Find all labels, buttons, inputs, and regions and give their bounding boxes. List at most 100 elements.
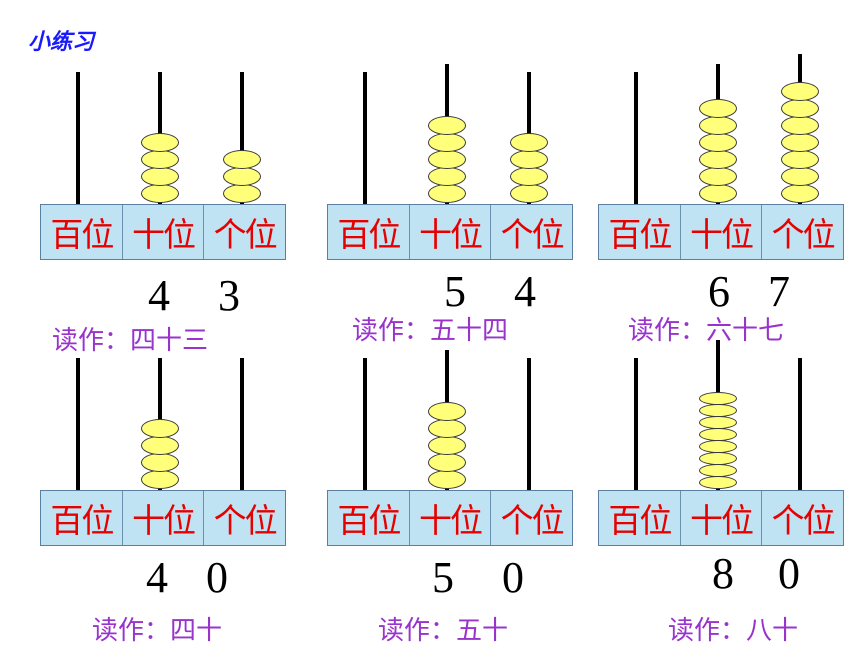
reading-text: 读作：四十三	[52, 326, 209, 356]
tens-bead	[141, 150, 179, 169]
page-title: 小练习	[28, 30, 95, 55]
tens-bead	[699, 464, 737, 477]
tens-digit: 5	[444, 267, 466, 316]
ones-bead	[510, 133, 548, 152]
hundreds-rod	[634, 72, 638, 204]
ones-bead	[223, 150, 261, 169]
tens-bead	[141, 419, 179, 438]
ones-rod	[527, 358, 531, 490]
tens-bead	[428, 133, 466, 152]
place-value-base: 百位十位个位	[327, 490, 573, 546]
abacus-6: 百位十位个位	[598, 308, 844, 546]
ones-digit: 0	[206, 553, 228, 602]
place-label-ones: 个位	[203, 205, 285, 259]
tens-bead	[428, 470, 466, 489]
ones-bead	[510, 150, 548, 169]
ones-bead	[781, 150, 819, 169]
tens-bead	[428, 419, 466, 438]
place-label-hundreds: 百位	[608, 501, 672, 540]
ones-bead	[781, 133, 819, 152]
tens-digit: 6	[708, 267, 730, 316]
abacus-4: 百位十位个位	[40, 308, 286, 546]
place-label-tens: 十位	[121, 491, 204, 545]
ones-bead	[781, 116, 819, 135]
reading-text: 读作：八十	[668, 616, 799, 646]
tens-digit: 8	[712, 549, 734, 598]
ones-bead	[781, 82, 819, 101]
ones-rod	[798, 358, 802, 490]
place-label-tens: 十位	[408, 205, 491, 259]
tens-bead	[428, 436, 466, 455]
place-label-ones: 个位	[490, 491, 572, 545]
tens-bead	[699, 452, 737, 465]
place-label-tens: 十位	[679, 205, 762, 259]
hundreds-rod	[363, 358, 367, 490]
tens-bead	[428, 453, 466, 472]
tens-bead	[428, 150, 466, 169]
ones-digit: 7	[768, 267, 790, 316]
ones-digit: 3	[218, 271, 240, 320]
place-label-ones: 个位	[203, 491, 285, 545]
ones-bead	[781, 167, 819, 186]
ones-bead	[781, 99, 819, 118]
tens-bead	[699, 392, 737, 405]
tens-bead	[699, 440, 737, 453]
place-value-base: 百位十位个位	[598, 204, 844, 260]
ones-bead	[781, 184, 819, 203]
tens-bead	[699, 416, 737, 429]
reading-text: 读作：六十七	[628, 316, 785, 346]
reading-text: 读作：四十	[92, 616, 223, 646]
tens-digit: 4	[148, 271, 170, 320]
abacus-2: 百位十位个位	[327, 22, 573, 260]
abacus-5: 百位十位个位	[327, 308, 573, 546]
tens-bead	[428, 167, 466, 186]
hundreds-rod	[76, 358, 80, 490]
ones-rod	[240, 72, 244, 204]
ones-rod	[240, 358, 244, 490]
tens-bead	[699, 116, 737, 135]
tens-bead	[699, 167, 737, 186]
tens-bead	[141, 167, 179, 186]
tens-bead	[428, 116, 466, 135]
hundreds-rod	[634, 358, 638, 490]
place-label-ones: 个位	[761, 491, 843, 545]
reading-text: 读作：五十	[378, 616, 509, 646]
place-label-hundreds: 百位	[337, 215, 401, 254]
tens-bead	[141, 436, 179, 455]
hundreds-rod	[76, 72, 80, 204]
tens-bead	[428, 402, 466, 421]
tens-bead	[699, 150, 737, 169]
place-label-ones: 个位	[761, 205, 843, 259]
abacus-1: 百位十位个位	[40, 22, 286, 260]
tens-bead	[699, 99, 737, 118]
ones-bead	[510, 167, 548, 186]
ones-bead	[510, 184, 548, 203]
place-label-tens: 十位	[121, 205, 204, 259]
place-value-base: 百位十位个位	[598, 490, 844, 546]
place-value-base: 百位十位个位	[327, 204, 573, 260]
ones-digit: 0	[778, 549, 800, 598]
tens-bead	[699, 428, 737, 441]
place-label-tens: 十位	[408, 491, 491, 545]
place-label-tens: 十位	[679, 491, 762, 545]
ones-digit: 0	[502, 553, 524, 602]
ones-bead	[223, 167, 261, 186]
hundreds-rod	[363, 72, 367, 204]
tens-bead	[428, 184, 466, 203]
tens-bead	[141, 470, 179, 489]
tens-bead	[699, 404, 737, 417]
place-label-hundreds: 百位	[50, 501, 114, 540]
reading-text: 读作：五十四	[352, 316, 509, 346]
tens-digit: 5	[432, 553, 454, 602]
place-label-hundreds: 百位	[608, 215, 672, 254]
tens-bead	[699, 133, 737, 152]
place-value-base: 百位十位个位	[40, 204, 286, 260]
tens-bead	[141, 453, 179, 472]
tens-bead	[699, 184, 737, 203]
place-value-base: 百位十位个位	[40, 490, 286, 546]
tens-bead	[699, 476, 737, 489]
ones-digit: 4	[514, 267, 536, 316]
tens-digit: 4	[146, 553, 168, 602]
place-label-hundreds: 百位	[50, 215, 114, 254]
place-label-hundreds: 百位	[337, 501, 401, 540]
